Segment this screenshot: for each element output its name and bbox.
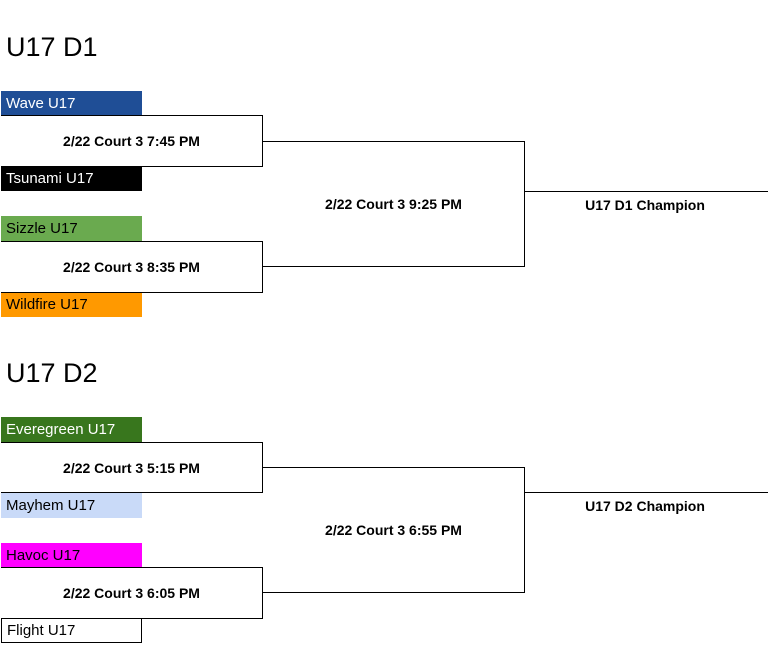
champion-label-d2: U17 D2 Champion	[585, 498, 705, 514]
bracket-line	[1, 442, 263, 443]
match-label-d1-r1-m2: 2/22 Court 3 8:35 PM	[63, 259, 200, 275]
team-wave: Wave U17	[1, 91, 142, 116]
team-tsunami: Tsunami U17	[1, 166, 142, 191]
bracket-line	[1, 492, 263, 493]
bracket-line	[524, 191, 768, 192]
bracket-line	[1, 166, 263, 167]
division-title-d2: U17 D2	[6, 358, 98, 388]
match-label-d1-r1-m1: 2/22 Court 3 7:45 PM	[63, 133, 200, 149]
bracket-line	[262, 141, 525, 142]
bracket-line	[1, 618, 263, 619]
bracket-line	[1, 567, 263, 568]
bracket-line	[524, 141, 525, 267]
bracket-line	[262, 567, 263, 619]
team-mayhem: Mayhem U17	[1, 493, 142, 518]
team-sizzle: Sizzle U17	[1, 216, 142, 241]
match-label-d1-final: 2/22 Court 3 9:25 PM	[325, 196, 462, 212]
bracket-line	[1, 292, 263, 293]
team-everegreen: Everegreen U17	[1, 417, 142, 442]
match-label-d2-r1-m2: 2/22 Court 3 6:05 PM	[63, 585, 200, 601]
match-label-d2-r1-m1: 2/22 Court 3 5:15 PM	[63, 460, 200, 476]
champion-label-d1: U17 D1 Champion	[585, 197, 705, 213]
bracket-line	[262, 241, 263, 293]
bracket-line	[524, 467, 525, 593]
bracket-line	[262, 592, 525, 593]
division-title-d1: U17 D1	[6, 32, 98, 62]
team-flight: Flight U17	[1, 618, 142, 643]
team-wildfire: Wildfire U17	[1, 292, 142, 317]
match-label-d2-final: 2/22 Court 3 6:55 PM	[325, 522, 462, 538]
team-havoc: Havoc U17	[1, 543, 142, 568]
bracket-line	[1, 241, 263, 242]
bracket-line	[262, 266, 525, 267]
bracket-line	[262, 467, 525, 468]
bracket-line	[524, 492, 768, 493]
bracket-line	[1, 115, 263, 116]
